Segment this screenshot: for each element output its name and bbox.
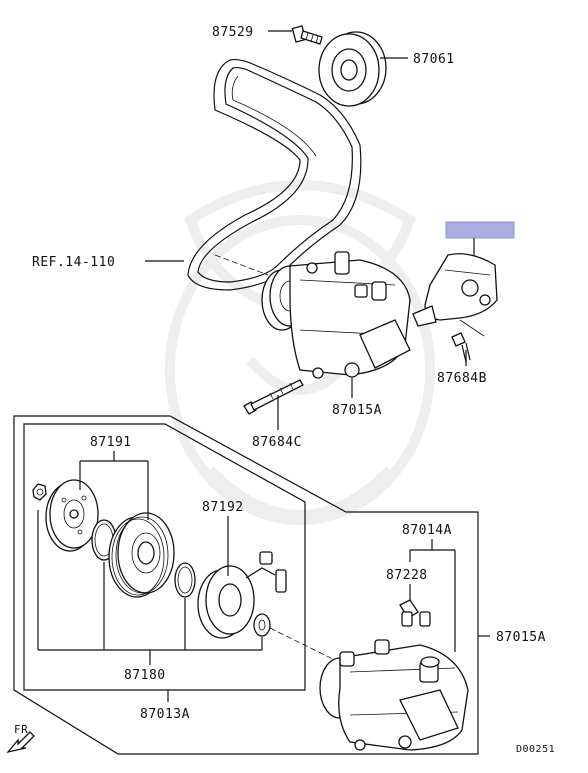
label-87015a-side: 87015A — [496, 630, 546, 645]
label-87684c: 87684C — [252, 435, 302, 450]
assembly-frame-87013a — [23, 423, 306, 691]
compressor-body-icon[interactable] — [319, 639, 469, 751]
label-87228: 87228 — [386, 568, 428, 583]
clutch-pulley-icon[interactable] — [108, 512, 175, 598]
field-coil-87192-icon[interactable] — [197, 551, 287, 639]
snap-ring-2-icon[interactable] — [174, 562, 196, 598]
armature-plate-87191-icon[interactable] — [45, 479, 99, 552]
front-direction-label: FR — [14, 723, 28, 736]
bolt-87684c-icon[interactable] — [243, 379, 304, 415]
compressor-bracket-icon[interactable] — [412, 253, 498, 327]
label-87015a-top: 87015A — [332, 403, 382, 418]
diagram-id: D00251 — [516, 744, 555, 755]
drive-belt-icon[interactable] — [187, 58, 362, 291]
label-87191: 87191 — [90, 435, 132, 450]
label-87014a: 87014A — [402, 523, 452, 538]
label-87061: 87061 — [413, 52, 455, 67]
label-ref-14-110: REF.14-110 — [32, 255, 115, 270]
front-direction-arrow-icon — [6, 731, 35, 754]
label-87180: 87180 — [124, 668, 166, 683]
hub-nut-icon[interactable] — [32, 483, 47, 501]
idler-pulley-87061-icon[interactable] — [318, 31, 387, 107]
bolt-87684b-icon[interactable] — [451, 332, 471, 363]
label-87013a: 87013A — [140, 707, 190, 722]
valve-fitting-icon[interactable] — [419, 611, 431, 627]
valve-87228-icon[interactable] — [399, 599, 419, 627]
shim-washer-icon[interactable] — [253, 613, 271, 637]
bolt-87529-icon[interactable] — [291, 25, 323, 45]
label-87529: 87529 — [212, 25, 254, 40]
compressor-assembly-87015a-icon[interactable] — [261, 251, 411, 379]
highlighted-part-marker[interactable] — [445, 221, 515, 239]
assembly-frame-87015a — [13, 415, 479, 755]
label-87684b: 87684B — [437, 371, 487, 386]
label-87192: 87192 — [202, 500, 244, 515]
